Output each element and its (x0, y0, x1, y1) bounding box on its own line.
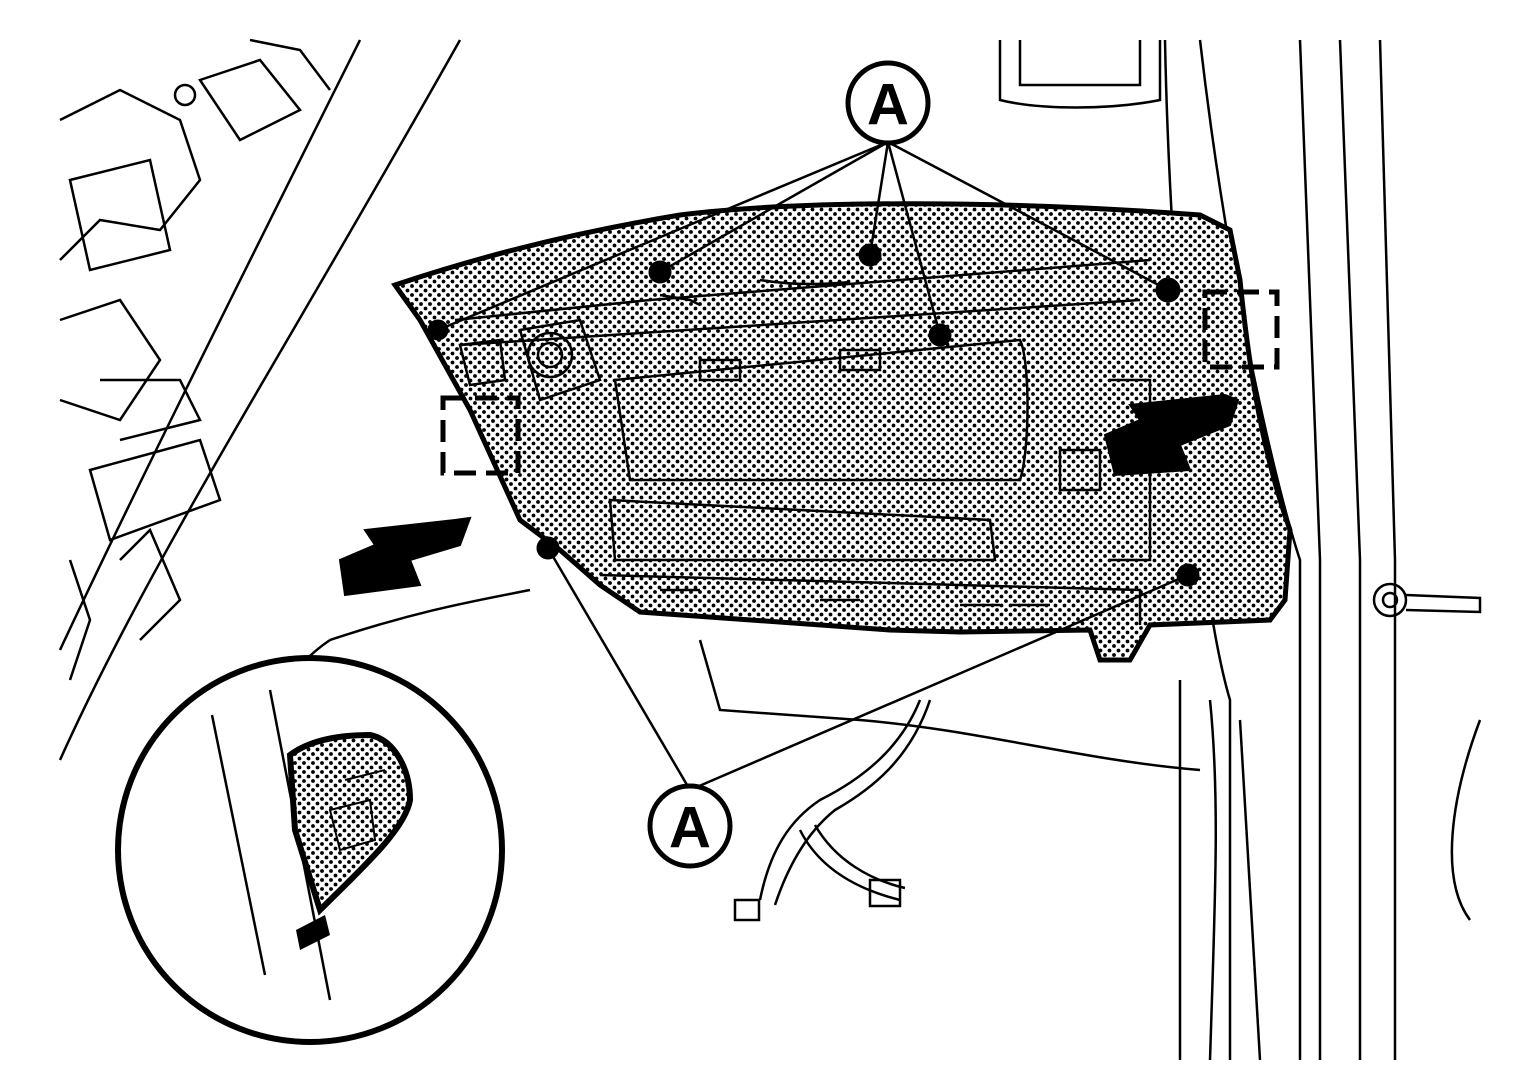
callout-a-bottom-label: A (669, 796, 711, 861)
removal-direction-arrow (338, 393, 1240, 597)
callout-a-top-label: A (867, 73, 909, 138)
leader-lines (437, 140, 1189, 792)
dotted-panel (390, 201, 1293, 663)
callout-a-bottom: A (647, 783, 733, 869)
callout-a-top: A (845, 60, 931, 146)
clip-location-marker (440, 289, 1280, 476)
detail-magnifier-circle (115, 655, 505, 1045)
